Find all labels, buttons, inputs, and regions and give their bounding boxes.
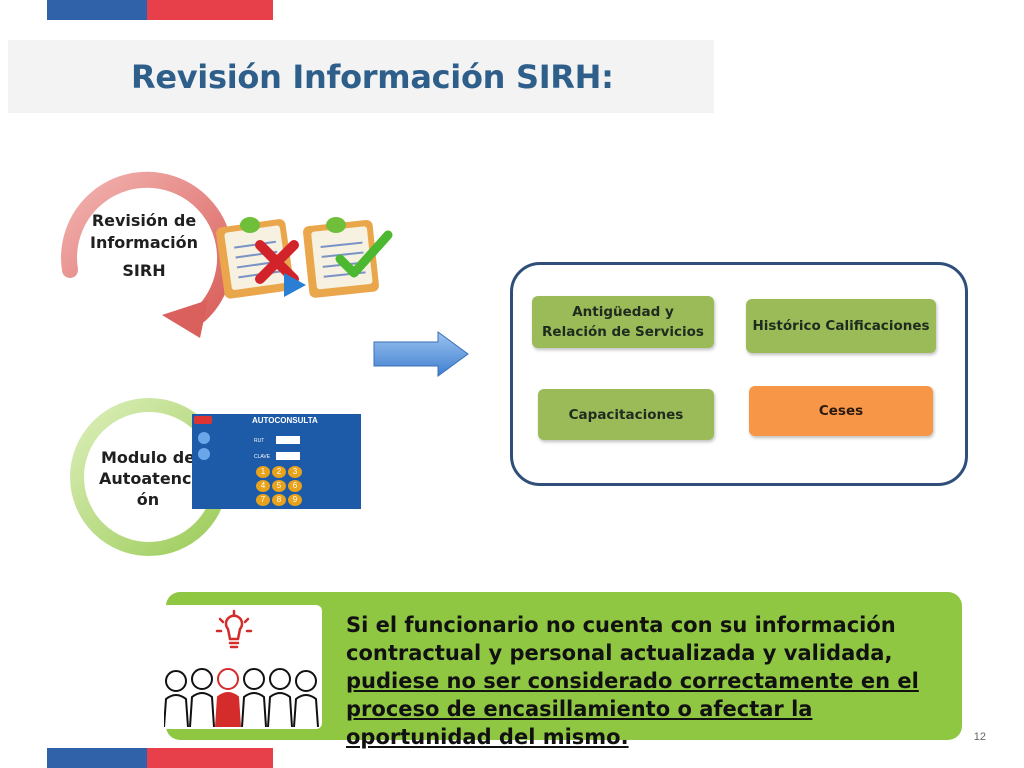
title-band	[8, 40, 714, 113]
box-antiguedad-line1: Antigüedad y	[572, 304, 674, 320]
box-ceses: Ceses	[749, 386, 933, 436]
message-part2-underlined: pudiese no ser considerado correctamente…	[346, 669, 919, 749]
kiosk-rut-field	[276, 436, 300, 444]
flag-bottom-blue	[47, 748, 147, 768]
message-part1: Si el funcionario no cuenta con su infor…	[346, 613, 896, 665]
kiosk-help-icon	[198, 448, 210, 460]
kiosk-key: 7	[256, 494, 270, 506]
flag-top-red	[147, 0, 273, 20]
kiosk-logo	[194, 416, 212, 424]
people-group-icon	[164, 668, 319, 727]
kiosk-key: 6	[288, 480, 302, 492]
kiosk-field-label: CLAVE	[254, 454, 271, 460]
box-capacitaciones: Capacitaciones	[538, 389, 714, 440]
checklist-x-icon	[216, 217, 306, 299]
kiosk-key: 9	[288, 494, 302, 506]
cycle-label-sirh: Revisión de Información SIRH	[89, 211, 198, 280]
kiosk-field-label: RUT	[254, 438, 265, 444]
flag-bottom-red	[147, 748, 273, 768]
message-text: Si el funcionario no cuenta con su infor…	[346, 611, 946, 751]
people-illustration	[162, 605, 322, 729]
kiosk-key: 1	[256, 466, 270, 478]
box-antiguedad: Antigüedad y Relación de Servicios	[532, 296, 714, 348]
page-number: 12	[973, 731, 986, 743]
autoconsulta-screen: AUTOCONSULTA RUT CLAVE 1 2 3 4 5 6 7 8 9	[192, 414, 361, 509]
kiosk-key: 5	[272, 480, 286, 492]
box-historico-calificaciones: Histórico Calificaciones	[746, 299, 936, 353]
arrow-right-icon	[373, 331, 469, 377]
kiosk-clave-field	[276, 452, 300, 460]
checklist-check-icon	[303, 217, 393, 298]
cycle-label-autoatencion: Modulo de Autoatenci ón	[98, 448, 198, 509]
kiosk-key: 3	[288, 466, 302, 478]
kiosk-key: 2	[272, 466, 286, 478]
lightbulb-icon	[215, 609, 253, 649]
box-antiguedad-line2: Relación de Servicios	[542, 324, 704, 340]
kiosk-header: AUTOCONSULTA	[252, 416, 318, 425]
kiosk-key: 8	[272, 494, 286, 506]
flag-top-blue	[47, 0, 147, 20]
kiosk-help-icon	[198, 432, 210, 444]
kiosk-key: 4	[256, 480, 270, 492]
kiosk-keypad: 1 2 3 4 5 6 7 8 9	[256, 466, 304, 506]
page-title: Revisión Información SIRH:	[131, 58, 614, 96]
